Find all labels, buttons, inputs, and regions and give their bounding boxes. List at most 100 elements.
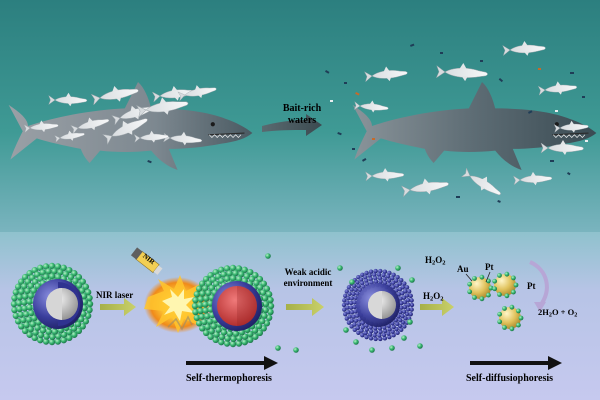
shell-bead	[241, 266, 248, 274]
shell-bead	[347, 291, 352, 296]
shell-bead	[391, 272, 396, 278]
shell-bead	[86, 294, 93, 302]
shell-bead	[402, 324, 407, 329]
shell-bead	[192, 296, 199, 304]
shell-bead	[360, 272, 365, 278]
shell-bead	[259, 289, 267, 296]
shell-bead	[14, 283, 22, 290]
shell-bead	[223, 265, 231, 272]
shell-bead	[405, 307, 411, 312]
shell-bead	[492, 286, 498, 292]
shell-bead	[353, 318, 359, 323]
shell-bead	[195, 285, 203, 292]
shell-bead	[391, 324, 396, 330]
shell-bead	[363, 275, 368, 280]
shell-bead	[378, 336, 383, 342]
shell-bead	[401, 309, 407, 314]
shell-bead	[376, 272, 382, 277]
shell-bead	[230, 335, 237, 343]
shell-bead	[497, 292, 502, 297]
shell-bead	[20, 316, 27, 324]
shell-bead	[192, 308, 199, 316]
released-bead	[337, 265, 343, 271]
shell-bead	[255, 322, 263, 330]
shell-bead	[199, 280, 206, 287]
shell-bead	[518, 315, 524, 321]
shell-bead	[235, 275, 243, 283]
shell-bead	[368, 325, 374, 330]
shell-bead	[48, 273, 56, 280]
shell-bead	[349, 310, 355, 315]
shell-bead	[368, 269, 374, 274]
shell-bead	[11, 306, 18, 314]
shell-bead	[21, 283, 28, 290]
shell-bead	[26, 304, 33, 311]
shell-bead	[220, 271, 227, 278]
shell-bead	[394, 283, 400, 288]
shell-bead	[218, 338, 225, 346]
shell-bead	[400, 291, 405, 296]
shell-bead	[223, 340, 231, 347]
shell-bead	[497, 273, 502, 278]
shell-bead	[71, 331, 78, 338]
shell-bead	[353, 295, 358, 301]
shell-bead	[197, 295, 205, 303]
shell-bead	[80, 293, 88, 300]
shell-bead	[387, 334, 392, 340]
shell-bead	[353, 287, 358, 292]
shell-bead	[195, 320, 203, 327]
shell-bead	[372, 333, 377, 338]
shell-bead	[66, 334, 73, 342]
shell-bead	[497, 319, 503, 325]
shell-bead	[54, 263, 62, 270]
shell-bead	[203, 295, 210, 302]
released-bead	[407, 319, 413, 325]
shell-bead	[398, 318, 403, 323]
label-pt-2: Pt	[527, 281, 536, 291]
label-pt-1: Pt	[485, 262, 494, 272]
shell-bead	[492, 278, 498, 284]
shell-bead	[39, 269, 46, 276]
shell-bead	[84, 289, 92, 296]
shell-bead	[360, 332, 365, 338]
shell-bead	[497, 311, 503, 317]
shell-bead	[399, 327, 404, 333]
shell-bead	[353, 309, 358, 314]
shell-bead	[81, 304, 88, 312]
shell-bead	[341, 302, 347, 308]
shell-bead	[10, 300, 18, 308]
shell-bead	[404, 285, 410, 290]
shell-bead	[509, 304, 515, 310]
shell-bead	[21, 299, 28, 306]
label-self-diffusiophoresis: Self-diffusiophoresis	[466, 373, 554, 384]
label-bait-rich: Bait-rich waters	[282, 103, 322, 126]
shell-bead	[204, 323, 211, 331]
released-bead	[343, 327, 349, 333]
shell-bead	[31, 314, 38, 322]
nanomotor-1	[10, 262, 94, 346]
nanomotor-2-heated	[191, 264, 275, 348]
shell-bead	[229, 275, 237, 282]
shell-bead	[387, 327, 392, 332]
shell-bead	[409, 307, 414, 312]
shell-bead	[29, 320, 37, 328]
shell-bead	[373, 279, 379, 284]
shell-bead	[479, 296, 485, 302]
shell-bead	[373, 329, 379, 335]
released-bead	[369, 347, 375, 353]
shell-bead	[383, 328, 388, 334]
shell-bead	[229, 340, 237, 348]
shell-bead	[210, 322, 218, 330]
shell-bead	[343, 293, 348, 299]
shell-bead	[386, 331, 391, 336]
shell-bead	[203, 312, 211, 320]
shell-bead	[226, 330, 234, 337]
shell-bead	[352, 300, 357, 305]
shell-bead	[42, 263, 50, 270]
shell-bead	[86, 306, 93, 314]
shell-bead	[34, 324, 41, 331]
shell-bead	[352, 322, 357, 327]
shell-bead	[391, 332, 396, 338]
shell-bead	[373, 326, 378, 331]
